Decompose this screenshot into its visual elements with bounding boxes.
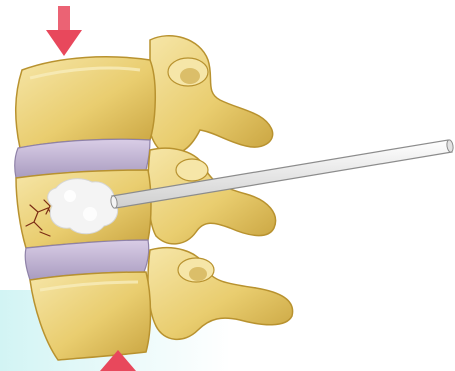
- top-vertebra-processes: [148, 36, 273, 154]
- compression-arrow-top: [46, 6, 82, 56]
- bone-cement: [48, 179, 118, 234]
- top-vertebra: [16, 36, 273, 154]
